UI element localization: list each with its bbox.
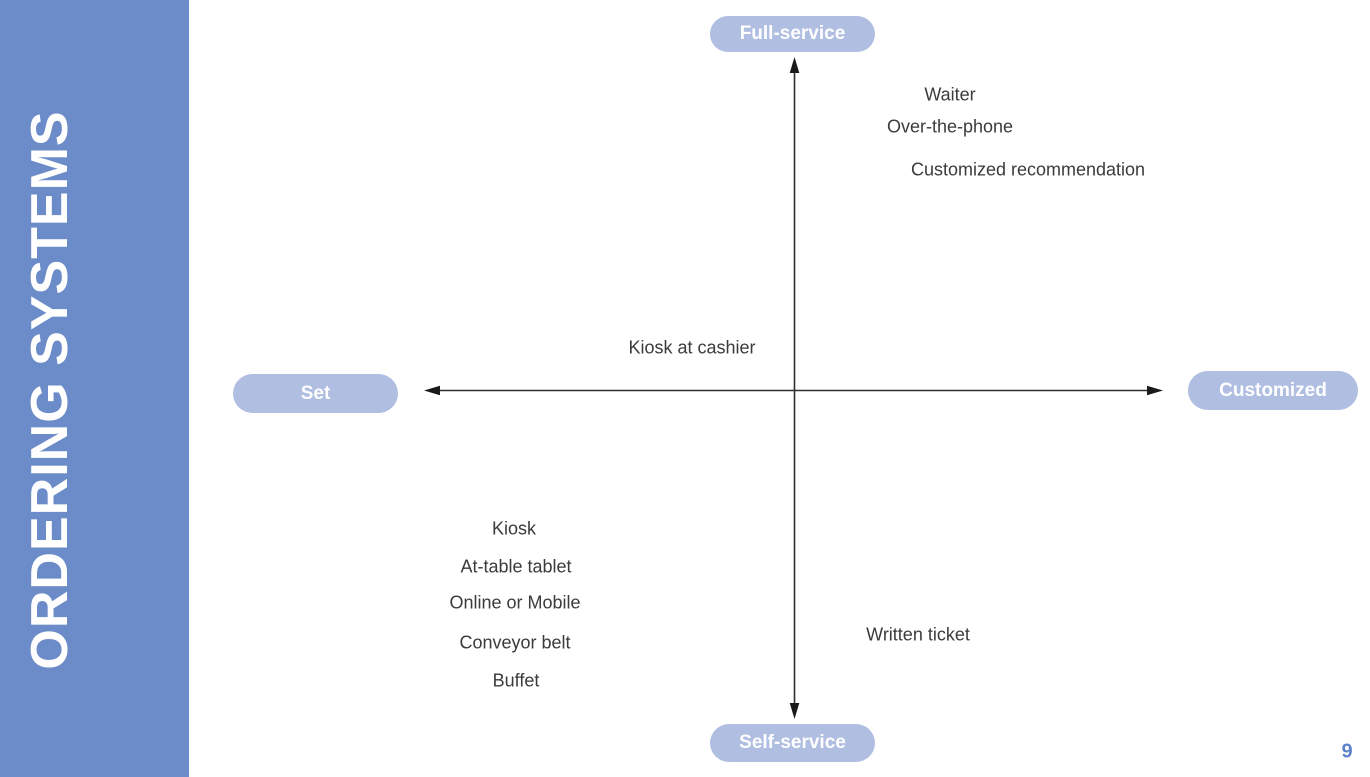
quadrant-item-customized-recommendation: Customized recommendation	[910, 159, 1146, 180]
quadrant-item-kiosk-at-cashier: Kiosk at cashier	[628, 337, 756, 358]
axis-label-customized: Customized	[1188, 371, 1358, 410]
quadrant-item-conveyor-belt: Conveyor belt	[459, 632, 571, 653]
quadrant-item-written-ticket: Written ticket	[866, 624, 970, 645]
quadrant-item-waiter: Waiter	[924, 84, 976, 105]
quadrant-item-buffet: Buffet	[492, 670, 540, 691]
sidebar: ORDERING SYSTEMS	[0, 0, 189, 777]
axis-label-self-service: Self-service	[710, 724, 875, 762]
quadrant-item-online-or-mobile: Online or Mobile	[449, 592, 581, 613]
vertical-axis-arrow-down	[789, 703, 800, 719]
quadrant-item-at-table-tablet: At-table tablet	[460, 556, 572, 577]
horizontal-axis-arrow-left	[424, 385, 440, 396]
axis-label-set: Set	[233, 374, 398, 413]
vertical-axis-arrow-up	[789, 57, 800, 73]
slide-title: ORDERING SYSTEMS	[21, 110, 79, 670]
horizontal-axis-arrow-right	[1147, 385, 1163, 396]
axis-label-full-service: Full-service	[710, 16, 875, 52]
quadrant-item-kiosk: Kiosk	[491, 518, 537, 539]
page-number: 9	[1341, 740, 1353, 763]
quadrant-item-over-the-phone: Over-the-phone	[886, 116, 1014, 137]
